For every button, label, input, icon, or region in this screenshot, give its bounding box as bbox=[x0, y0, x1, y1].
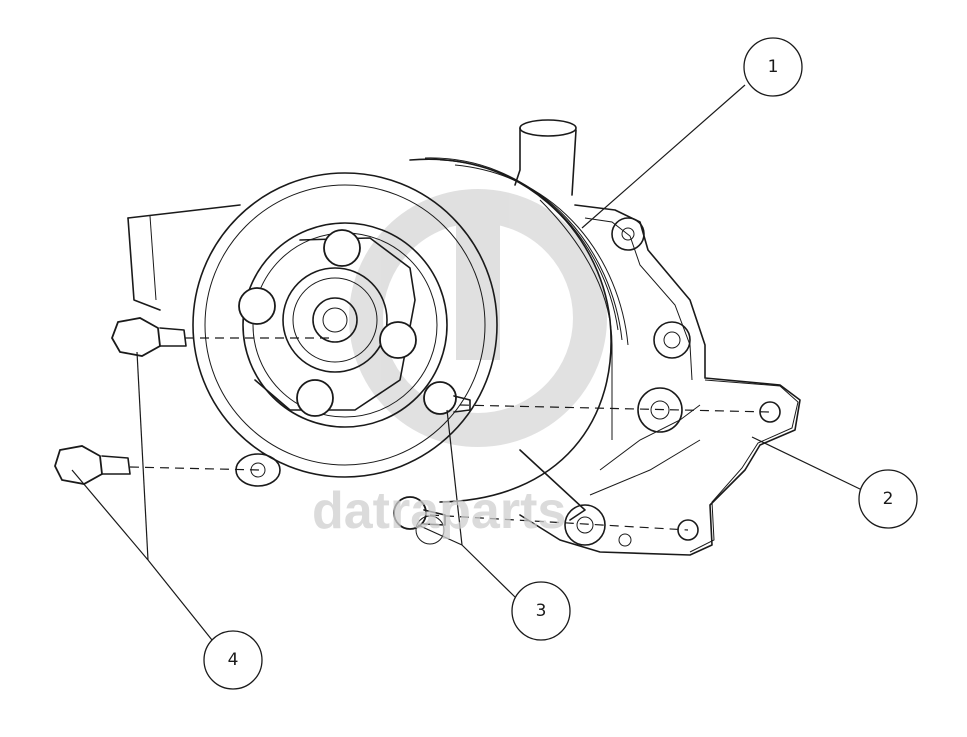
mounting-bolts-3 bbox=[393, 381, 471, 545]
alignment-lines bbox=[129, 337, 771, 531]
watermark-text: datraparts bbox=[312, 482, 566, 540]
callout-3-label: 3 bbox=[536, 601, 547, 621]
loose-bolts-4 bbox=[54, 317, 281, 487]
leader-lines bbox=[71, 84, 863, 641]
callout-4: 4 bbox=[203, 630, 263, 690]
watermark-logo bbox=[349, 189, 607, 447]
hub-bolts bbox=[238, 229, 417, 417]
callout-4-label: 4 bbox=[228, 650, 239, 670]
pulley-body bbox=[409, 157, 629, 521]
callout-2: 2 bbox=[858, 469, 918, 529]
pump-housing bbox=[519, 204, 801, 556]
gasket bbox=[618, 379, 799, 553]
callout-3: 3 bbox=[511, 581, 571, 641]
callout-2-label: 2 bbox=[883, 489, 894, 509]
callout-1-label: 1 bbox=[768, 57, 779, 77]
outlet-pipe bbox=[127, 119, 577, 311]
callout-1: 1 bbox=[743, 37, 803, 97]
